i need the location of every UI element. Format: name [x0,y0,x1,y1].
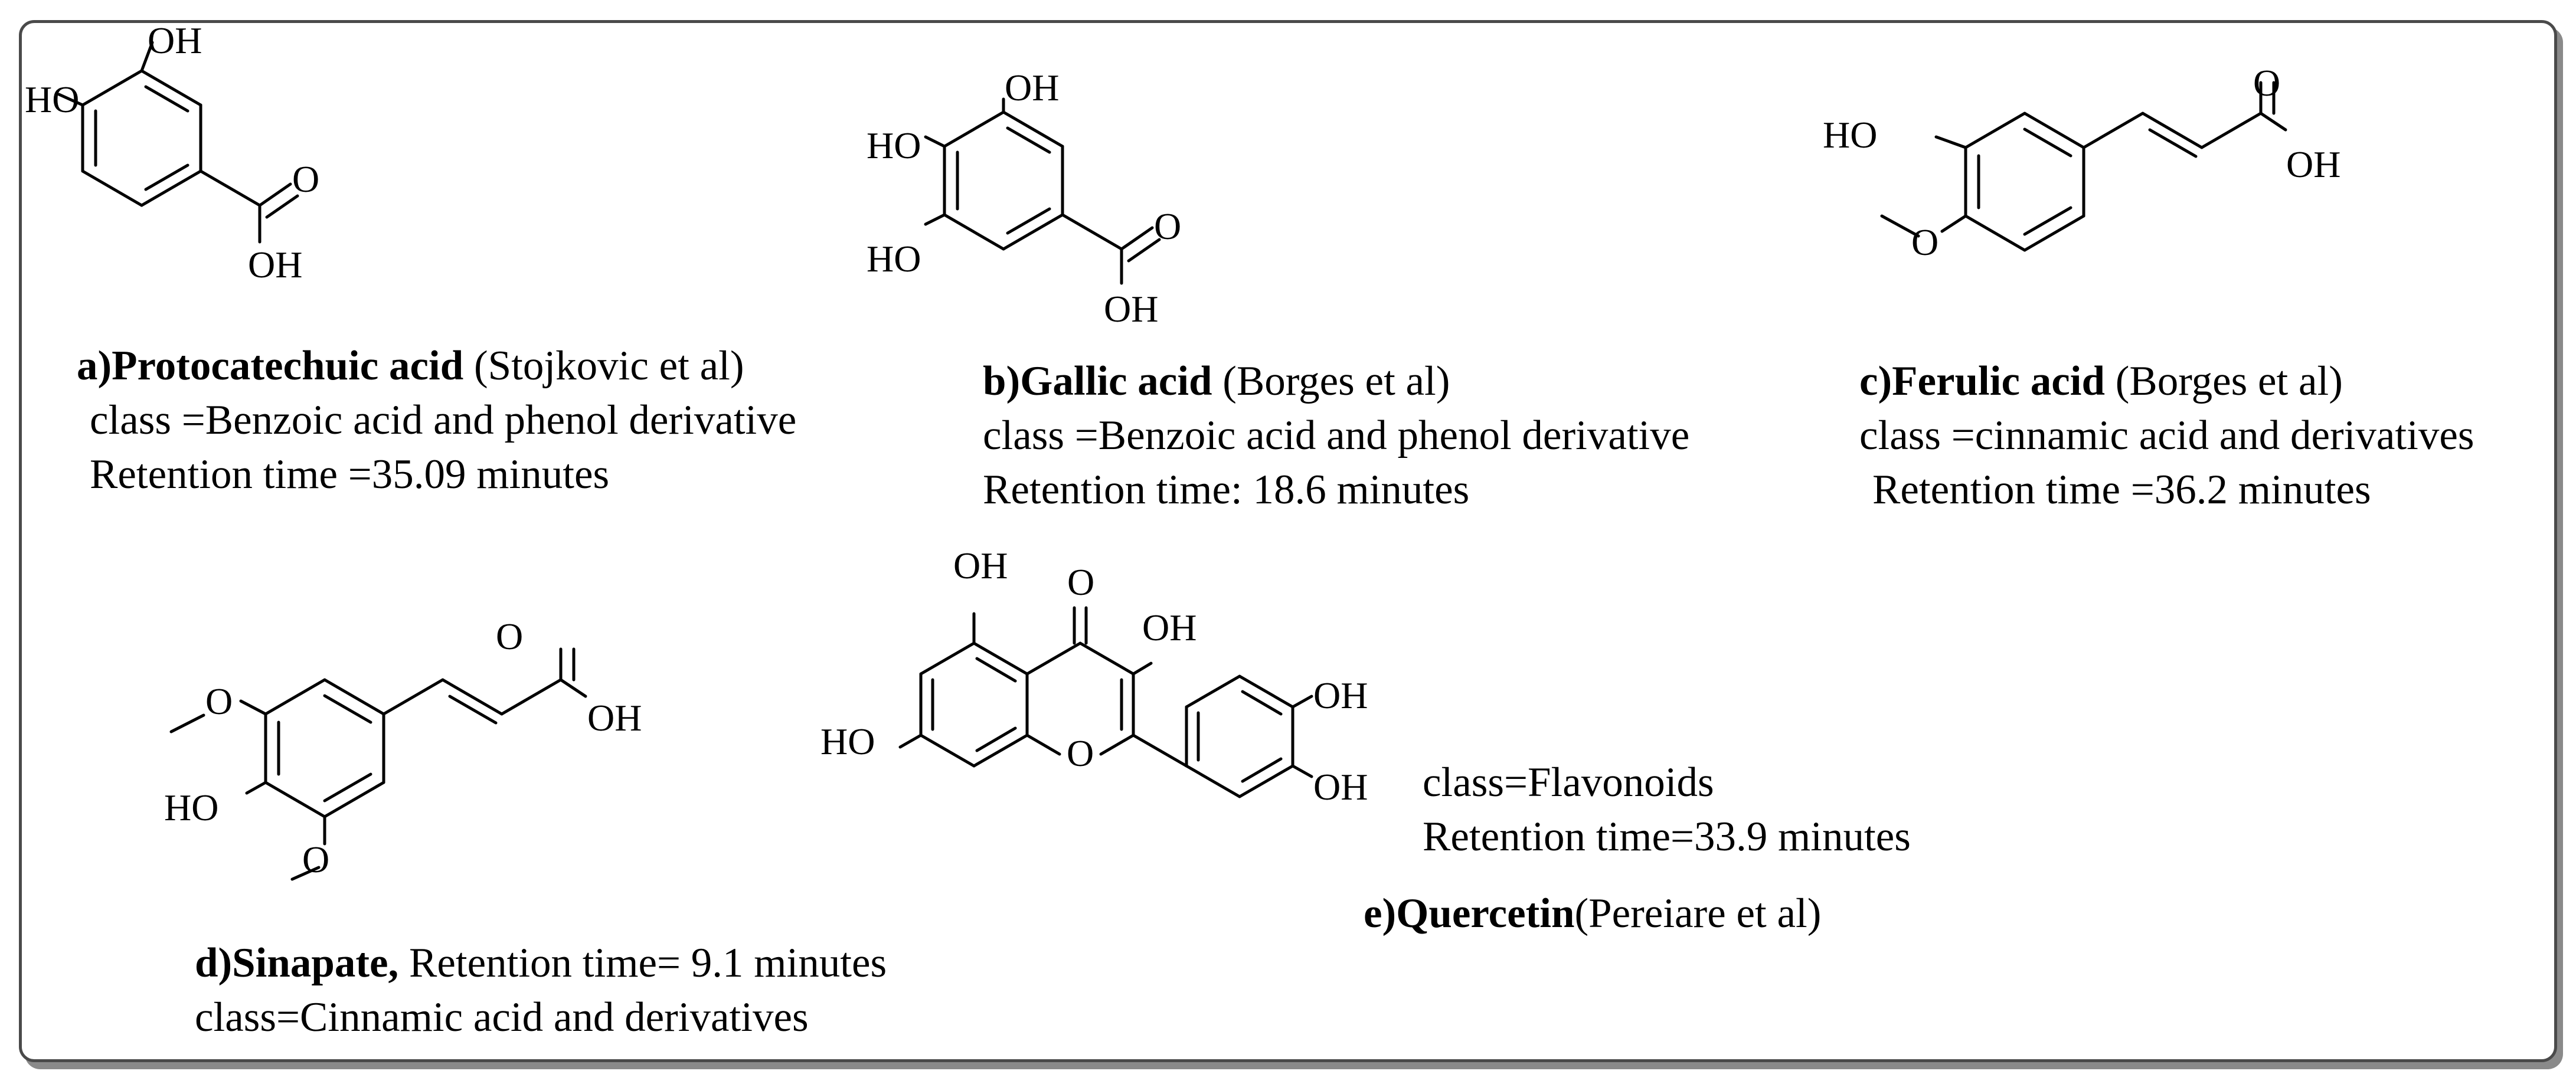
caption-protocatechuic-acid: a)Protocatechuic acid (Stojkovic et al) … [77,339,796,502]
compound-name: Protocatechuic acid [112,343,464,389]
compound-class: class =Benzoic acid and phenol derivativ… [90,397,797,443]
compound-letter: e) [1364,890,1397,936]
compound-letter: d) [195,940,233,986]
atom-label: O [1067,732,1094,774]
atom-label: OH [148,19,202,61]
atom-label: O [1911,221,1938,263]
compound-letter: b) [983,358,1021,404]
caption-gallic-acid: b)Gallic acid (Borges et al) class =Benz… [983,354,1689,517]
caption-quercetin-class: class=Flavonoids Retention time=33.9 min… [1423,755,1911,864]
compound-retention-time: Retention time= 9.1 minutes [398,940,887,986]
atom-label: HO [25,78,79,120]
atom-label: OH [1104,288,1158,330]
compound-reference: (Borges et al) [1212,358,1450,404]
structure-sinapate: O HO O O OH [164,615,642,881]
atom-label: O [205,680,233,722]
atom-label: OH [1142,607,1197,649]
compound-name: Quercetin [1396,890,1575,936]
compound-letter: a) [77,343,112,389]
compound-letter: c) [1859,358,1892,404]
compound-class: class=Flavonoids [1423,759,1714,805]
compound-reference: (Stojkovic et al) [463,343,744,389]
compound-reference: (Pereiare et al) [1574,890,1822,936]
compound-name: Ferulic acid [1892,358,2105,404]
atom-label: O [2253,62,2280,104]
compound-reference: (Borges et al) [2105,358,2343,404]
atom-label: O [302,839,329,880]
atom-label: HO [820,721,875,762]
atom-label: O [1154,205,1181,247]
compound-retention-time: Retention time=33.9 minutes [1423,814,1911,860]
caption-title-line: e)Quercetin(Pereiare et al) [1364,886,1821,941]
atom-label: OH [1313,766,1368,808]
caption-title-line: b)Gallic acid (Borges et al) [983,354,1689,408]
caption-title-line: a)Protocatechuic acid (Stojkovic et al) [77,339,796,393]
compound-class: class=Cinnamic acid and derivatives [195,994,809,1040]
atom-label: O [496,615,523,657]
caption-title-line: d)Sinapate, Retention time= 9.1 minutes [195,936,887,990]
atom-label: OH [587,697,642,739]
caption-title-line: c)Ferulic acid (Borges et al) [1859,354,2474,408]
structure-quercetin: OH O OH HO O OH OH [820,545,1368,808]
compound-retention-time: Retention time =35.09 minutes [90,451,610,497]
atom-label: OH [2286,143,2340,185]
atom-label: HO [867,125,921,166]
compound-retention-time: Retention time =36.2 minutes [1872,467,2371,513]
structure-gallic-acid: OH HO HO O OH [867,67,1181,330]
compound-class: class =Benzoic acid and phenol derivativ… [983,412,1690,459]
structure-ferulic-acid: HO O O OH [1823,62,2340,263]
caption-quercetin-title: e)Quercetin(Pereiare et al) [1364,886,1821,941]
structure-protocatechuic-acid: HO OH O OH [25,19,319,286]
caption-ferulic-acid: c)Ferulic acid (Borges et al) class =cin… [1859,354,2474,517]
compound-class: class =cinnamic acid and derivatives [1859,412,2474,459]
atom-label: HO [164,787,218,828]
compound-name: Gallic acid [1020,358,1212,404]
atom-label: O [292,158,319,200]
caption-sinapate: d)Sinapate, Retention time= 9.1 minutes … [195,936,887,1044]
atom-label: OH [1005,67,1059,109]
atom-label: O [1067,561,1094,603]
atom-label: OH [248,244,302,286]
atom-label: OH [1313,674,1368,716]
compound-name: Sinapate, [232,940,399,986]
figure-frame [19,20,2557,1062]
atom-label: OH [953,545,1008,587]
atom-label: HO [867,238,921,280]
atom-label: HO [1823,114,1877,156]
compound-retention-time: Retention time: 18.6 minutes [983,467,1470,513]
